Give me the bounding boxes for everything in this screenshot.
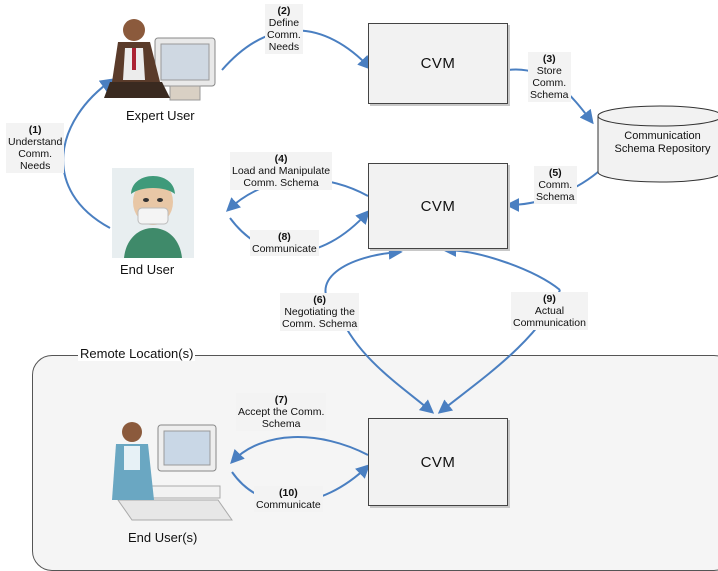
expert-user-figure bbox=[104, 19, 216, 101]
step-8-label: (8)Communicate bbox=[250, 230, 319, 256]
step-3-label: (3)Store Comm. Schema bbox=[528, 52, 571, 102]
step-2-label: (2)Define Comm. Needs bbox=[265, 4, 303, 54]
cvm-box-top: CVM bbox=[368, 23, 508, 104]
remote-end-users-label: End User(s) bbox=[128, 530, 198, 545]
remote-location-title: Remote Location(s) bbox=[78, 346, 196, 361]
expert-user-label: Expert User bbox=[126, 108, 195, 123]
arrow-step-1 bbox=[62, 78, 115, 229]
end-user-figure bbox=[112, 168, 194, 258]
end-user-label: End User bbox=[120, 262, 175, 277]
step-4-label: (4)Load and Manipulate Comm. Schema bbox=[230, 152, 333, 190]
remote-end-users-figure bbox=[112, 422, 233, 521]
step-5-label: (5)Comm. Schema bbox=[534, 166, 577, 204]
repository-cylinder bbox=[597, 105, 718, 183]
step-1-label: (1)Understand Comm. Needs bbox=[6, 123, 65, 173]
step-6-label: (6)Negotiating the Comm. Schema bbox=[280, 293, 360, 331]
cvm-box-middle: CVM bbox=[368, 163, 508, 249]
repository-label: Communication Schema Repository bbox=[614, 130, 711, 155]
step-10-label: (10)Communicate bbox=[254, 486, 323, 512]
arrow-step-9 bbox=[442, 243, 561, 291]
step-7-label: (7)Accept the Comm. Schema bbox=[236, 393, 327, 431]
cvm-box-remote: CVM bbox=[368, 418, 508, 506]
step-9-label: (9)Actual Communication bbox=[511, 292, 588, 330]
arrow-step-7 bbox=[230, 436, 369, 465]
